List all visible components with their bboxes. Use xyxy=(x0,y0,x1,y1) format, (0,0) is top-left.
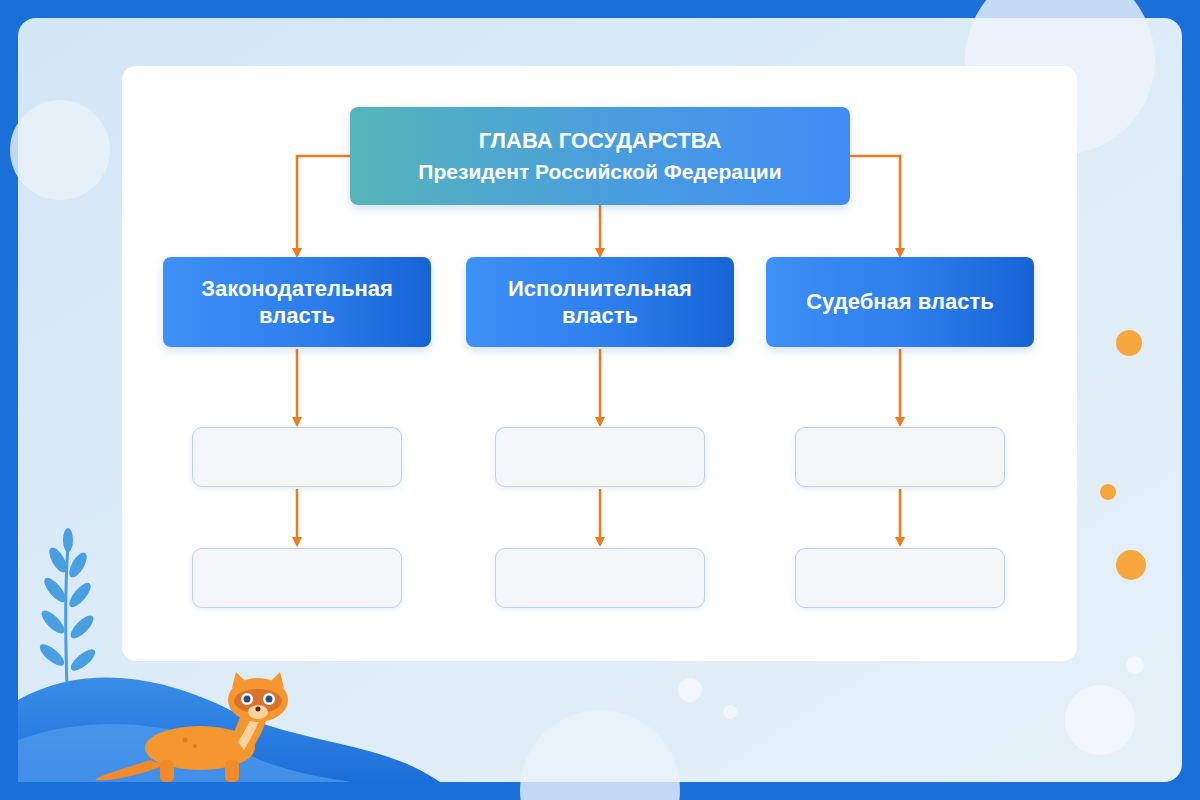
deco-circle xyxy=(10,100,110,200)
empty-box xyxy=(192,427,402,487)
connector-arrow xyxy=(850,156,900,256)
node-title: ГЛАВА ГОСУДАРСТВА xyxy=(479,127,722,155)
node-subtitle: Президент Российской Федерации xyxy=(418,159,781,185)
empty-box xyxy=(795,427,1005,487)
empty-box xyxy=(495,548,705,608)
connector-arrow xyxy=(297,156,350,256)
orange-dot xyxy=(1116,330,1142,356)
arrow xyxy=(296,489,299,545)
arrow xyxy=(599,489,602,545)
orange-dot xyxy=(1116,550,1146,580)
head-box: ГЛАВА ГОСУДАРСТВА Президент Российской Фе… xyxy=(350,107,850,205)
orange-dot xyxy=(1100,484,1116,500)
deco-circle xyxy=(520,710,680,800)
empty-box xyxy=(795,548,1005,608)
branch-box: Исполнительная власть xyxy=(466,257,734,347)
arrow xyxy=(899,349,902,425)
deco-circle xyxy=(723,705,737,719)
deco-circle xyxy=(1065,685,1135,755)
empty-box xyxy=(192,548,402,608)
wave xyxy=(18,724,350,782)
arrow xyxy=(899,489,902,545)
branch-box: Судебная власть xyxy=(766,257,1034,347)
empty-box xyxy=(495,427,705,487)
inner-ground xyxy=(18,18,1182,782)
connector-arrow xyxy=(599,205,602,256)
node-title: Законодательная власть xyxy=(179,275,415,330)
panel xyxy=(122,66,1077,661)
deco-circle xyxy=(1126,656,1144,674)
wave xyxy=(18,678,440,782)
ferret xyxy=(95,672,288,782)
arrow xyxy=(296,349,299,425)
node-title: Судебная власть xyxy=(806,288,994,316)
arrow xyxy=(599,349,602,425)
deco-circle xyxy=(678,678,702,702)
node-title: Исполнительная власть xyxy=(482,275,718,330)
branch-box: Законодательная власть xyxy=(163,257,431,347)
